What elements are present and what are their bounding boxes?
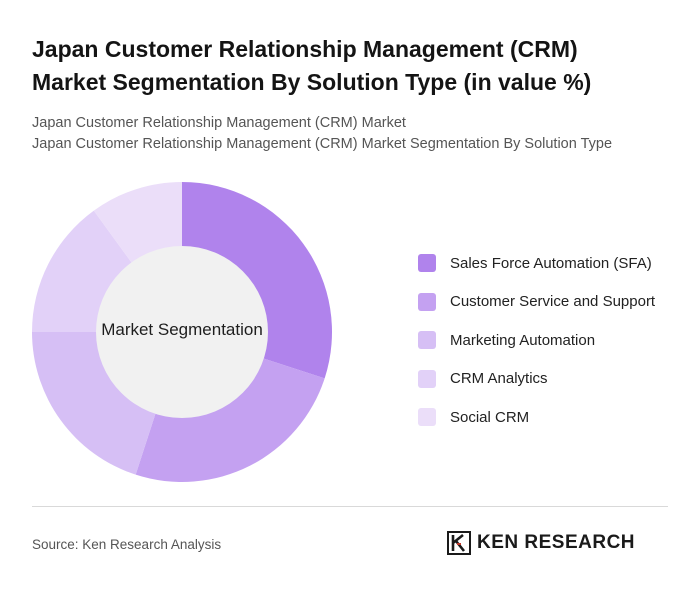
footer-divider (32, 506, 668, 507)
ken-research-logo: KEN RESEARCH (447, 531, 635, 555)
legend-label: Customer Service and Support (450, 293, 656, 311)
legend-label: Marketing Automation (450, 331, 596, 349)
chart-subtitle: Japan Customer Relationship Management (… (32, 113, 672, 155)
donut-center-label: Market Segmentation (101, 320, 263, 339)
chart-title-line-1: Japan Customer Relationship Management (… (32, 36, 578, 62)
chart-subtitle-line-1: Japan Customer Relationship Management (… (32, 115, 406, 131)
legend-swatch (418, 369, 436, 388)
legend-label: CRM Analytics (450, 370, 548, 388)
legend-swatch (418, 254, 436, 273)
chart-title-line-2: Market Segmentation By Solution Type (in… (32, 69, 592, 95)
donut-chart (32, 182, 333, 483)
legend-item: CRM Analytics (418, 360, 688, 399)
legend-swatch (418, 408, 436, 427)
legend-item: Marketing Automation (418, 321, 688, 360)
legend-label: Sales Force Automation (SFA) (450, 254, 652, 272)
legend-label: Social CRM (450, 408, 530, 426)
chart-title: Japan Customer Relationship Management (… (32, 33, 672, 99)
legend-swatch (418, 331, 436, 350)
legend-item: Customer Service and Support (418, 283, 688, 322)
ken-research-logo-text: KEN RESEARCH (477, 532, 636, 553)
chart-subtitle-line-2: Japan Customer Relationship Management (… (32, 136, 613, 152)
ken-research-logo-icon (447, 531, 471, 555)
chart-legend: Sales Force Automation (SFA) Customer Ser… (418, 244, 688, 437)
legend-item: Sales Force Automation (SFA) (418, 244, 688, 283)
donut-hole (96, 246, 268, 418)
legend-swatch (418, 292, 436, 311)
legend-item: Social CRM (418, 398, 688, 437)
source-note: Source: Ken Research Analysis (32, 537, 222, 552)
